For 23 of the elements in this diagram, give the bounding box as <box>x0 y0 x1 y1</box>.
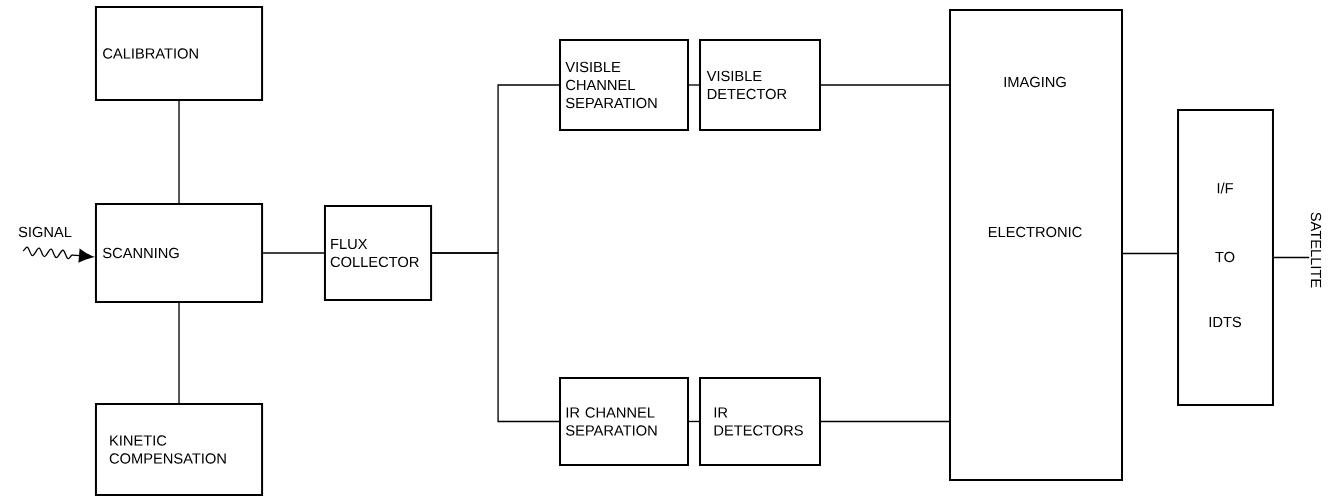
process-box: SCANNING <box>94 203 264 303</box>
process-box: KINETIC COMPENSATION <box>94 403 264 496</box>
process-box: IR CHANNEL SEPARATION <box>559 377 689 466</box>
connector-line <box>431 252 560 423</box>
process-box: VISIBLE CHANNEL SEPARATION <box>559 39 689 131</box>
connector-line <box>262 252 325 254</box>
connector-line <box>1122 252 1178 255</box>
satellite-label: SATELLITE <box>1310 212 1322 288</box>
connector-line <box>688 420 700 423</box>
process-box: FLUX COLLECTOR <box>323 205 433 301</box>
process-box: CALIBRATION <box>94 5 264 102</box>
process-box: VISIBLE DETECTOR <box>699 39 821 131</box>
signal-label: SIGNAL <box>18 226 72 238</box>
connector-line <box>178 302 180 404</box>
process-box: I/F TO IDTS <box>1177 109 1274 406</box>
process-box: IMAGING ELECTRONIC <box>949 9 1123 481</box>
connector-line <box>820 84 950 86</box>
wavy-arrow <box>22 246 94 263</box>
connector-line <box>178 100 180 204</box>
process-box: IR DETECTORS <box>699 377 821 466</box>
connector-line <box>1273 256 1310 259</box>
connector-line <box>820 420 950 423</box>
connector-line <box>688 84 700 86</box>
